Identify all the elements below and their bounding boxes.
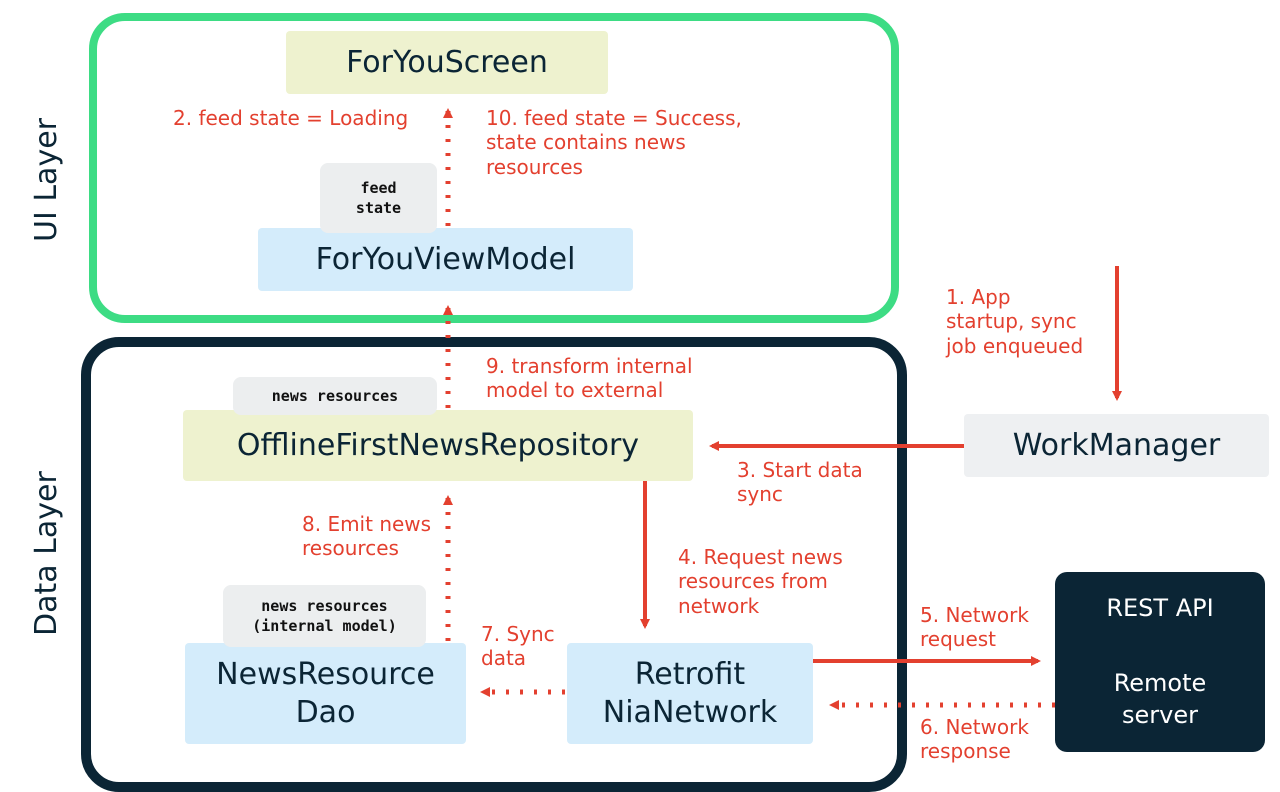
- remote-server-title: REST API: [1106, 593, 1214, 622]
- work-manager-box: WorkManager: [964, 414, 1269, 477]
- step3-label: 3. Start data sync: [737, 458, 863, 507]
- remote-server-box: REST API Remote server: [1055, 572, 1265, 752]
- offline-first-news-repository-box: OfflineFirstNewsRepository: [183, 410, 693, 481]
- retrofit-nia-network-box: Retrofit NiaNetwork: [567, 643, 813, 744]
- step5-label: 5. Network request: [920, 603, 1029, 652]
- step10-label: 10. feed state = Success, state contains…: [486, 106, 742, 179]
- step4-label: 4. Request news resources from network: [678, 545, 843, 618]
- for-you-screen-box: ForYouScreen: [286, 31, 608, 94]
- news-resources-internal-tag: news resources (internal model): [223, 585, 426, 647]
- step2-label: 2. feed state = Loading: [173, 106, 409, 130]
- feed-state-tag: feed state: [320, 163, 437, 233]
- step9-label: 9. transform internal model to external: [486, 354, 693, 403]
- remote-server-subtitle: Remote server: [1113, 668, 1207, 729]
- step6-label: 6. Network response: [920, 715, 1029, 764]
- data-layer-container: [81, 337, 907, 792]
- step1-label: 1. App startup, sync job enqueued: [946, 285, 1084, 358]
- news-resource-dao-box: NewsResource Dao: [185, 643, 466, 744]
- ui-layer-container: [89, 13, 899, 323]
- step7-label: 7. Sync data: [481, 622, 555, 671]
- news-resources-tag: news resources: [233, 377, 437, 415]
- for-you-view-model-box: ForYouViewModel: [258, 228, 633, 291]
- step8-label: 8. Emit news resources: [302, 512, 432, 561]
